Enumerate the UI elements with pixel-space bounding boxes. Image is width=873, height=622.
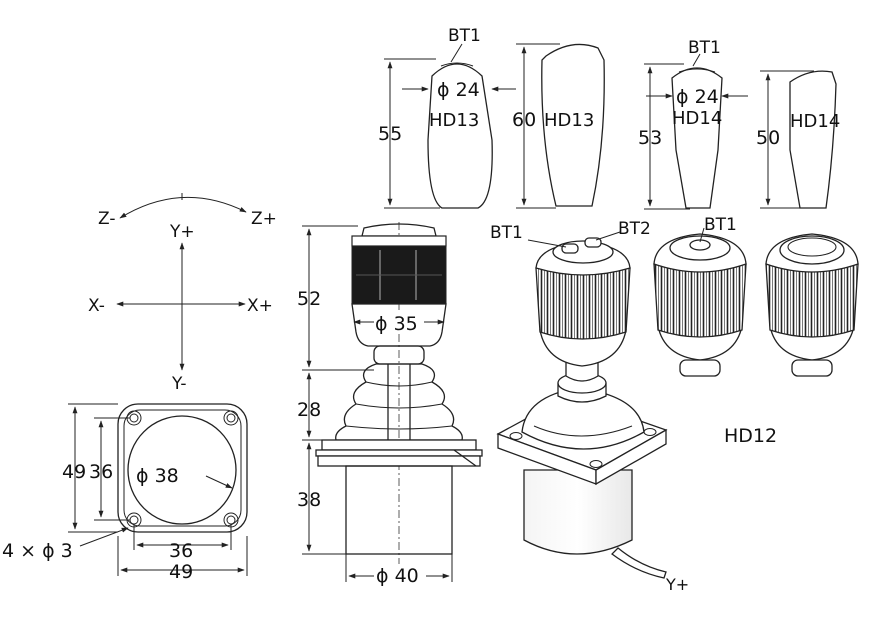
z-minus-label: Z- — [98, 209, 115, 229]
alt-handle-plain — [765, 233, 859, 377]
z-plus-label: Z+ — [251, 209, 277, 229]
handle-height-label: 52 — [297, 288, 321, 310]
hd14-side-view: 50 HD14 — [756, 70, 840, 209]
joystick-side-elevation: 52 ϕ 35 28 38 ϕ 40 — [297, 222, 483, 587]
body-dia-label: ϕ 40 — [376, 565, 419, 587]
hd14-side-name-label: HD14 — [790, 111, 840, 132]
base-inner-height-label: 36 — [89, 461, 113, 483]
alt-handle-bt1: BT1 — [653, 215, 747, 377]
y-minus-label: Y- — [171, 374, 187, 394]
iso-bt1-label: BT1 — [490, 223, 523, 243]
hd13-side-view: 60 HD13 — [512, 43, 605, 209]
joystick-isometric-view: Y+ BT1 BT2 — [490, 219, 689, 594]
hd13-side-height-label: 60 — [512, 109, 536, 131]
iso-cable-axis-label: Y+ — [665, 575, 689, 594]
base-circle-dia-label: ϕ 38 — [136, 465, 179, 487]
hd13-dia-label: ϕ 24 — [437, 79, 480, 101]
base-outer-height-label: 49 — [62, 461, 86, 483]
hd14-bt1-label: BT1 — [688, 38, 721, 58]
hd14-profile-view: BT1 ϕ 24 HD14 53 — [638, 38, 748, 210]
bt1-leader — [692, 53, 701, 67]
base-plate-top-view: 49 36 ϕ 38 4 × ϕ 3 36 49 — [2, 403, 248, 583]
base-holes-label: 4 × ϕ 3 — [2, 540, 73, 562]
x-minus-label: X- — [88, 296, 105, 316]
base-center-circle — [127, 415, 237, 525]
base-outer-width-label: 49 — [169, 561, 193, 583]
hd13-side-name-label: HD13 — [544, 110, 594, 131]
body-height-label: 38 — [297, 489, 321, 511]
hd13-name-label: HD13 — [429, 110, 479, 131]
hd14-name-label: HD14 — [672, 108, 722, 129]
hd14-dia-label: ϕ 24 — [676, 86, 719, 108]
axis-diagram: Z- Z+ Y+ Y- X- X+ — [88, 193, 277, 394]
hd13-bt1-label: BT1 — [448, 26, 481, 46]
x-plus-label: X+ — [247, 296, 273, 316]
hd14-height-label: 53 — [638, 127, 662, 149]
base-inner-width-label: 36 — [169, 540, 193, 562]
handle-dia-label: ϕ 35 — [375, 313, 418, 335]
z-rotation-arc — [119, 196, 247, 219]
iso-bt2-label: BT2 — [618, 219, 651, 239]
model-label: HD12 — [724, 425, 777, 447]
bt1-leader — [699, 227, 705, 243]
hd14-side-height-label: 50 — [756, 127, 780, 149]
y-plus-label: Y+ — [169, 222, 195, 242]
alt-handle-bt1-label: BT1 — [704, 215, 737, 235]
hd13-height-label: 55 — [378, 123, 402, 145]
bt2-leader — [595, 231, 621, 241]
bt1-leader — [450, 43, 463, 63]
cable-stub — [453, 449, 477, 467]
boot-height-label: 28 — [297, 399, 321, 421]
hd13-profile-view: BT1 ϕ 24 HD13 55 — [378, 26, 516, 209]
bt1-leader — [527, 239, 567, 248]
